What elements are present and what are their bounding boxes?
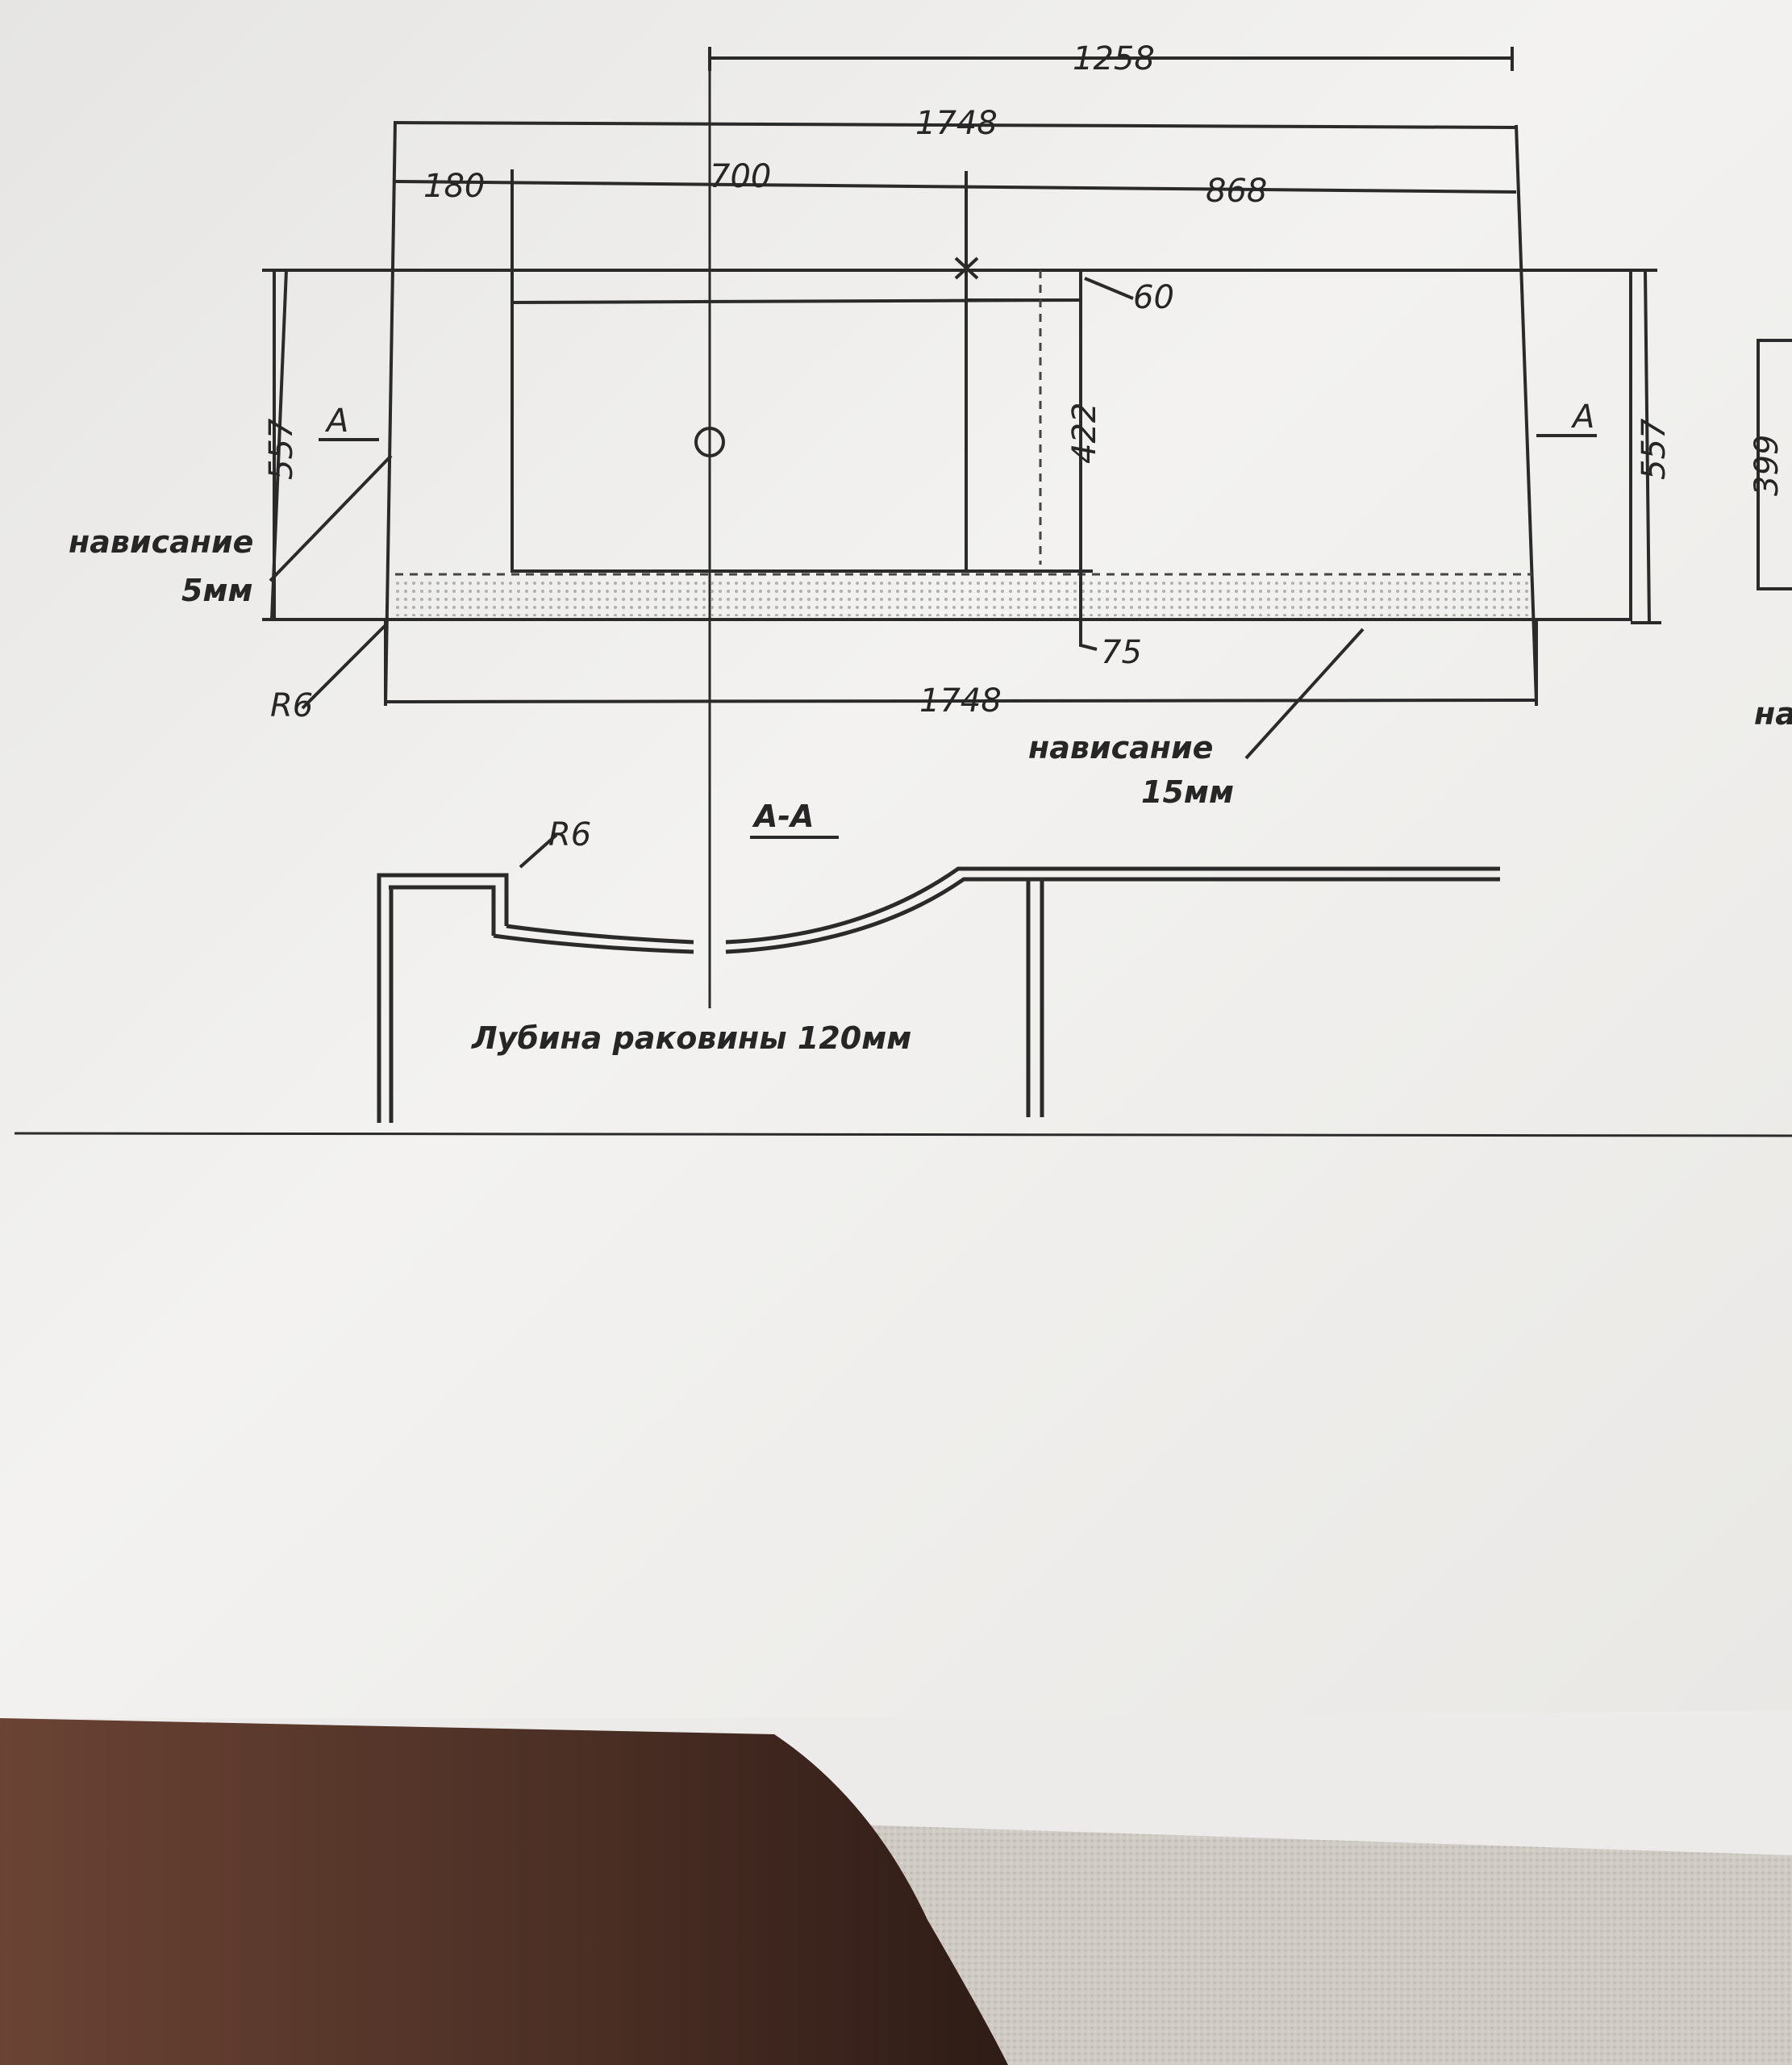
dim-line-75: [1079, 571, 1098, 651]
side-view-fragment: [1757, 339, 1792, 590]
dim-line-segments: [394, 180, 1517, 194]
basin-bottom-left-inner: [506, 924, 694, 945]
dim-label-868: 868: [1206, 173, 1267, 210]
separator-line: [14, 1132, 1792, 1137]
cabinet-right-edge: [1515, 124, 1538, 703]
cabinet-left-edge: [384, 120, 397, 707]
note-overhang-left-1: нависание: [69, 524, 253, 560]
radius-label-section: R6: [548, 816, 591, 853]
dimension-lines: [14, 47, 1792, 1137]
dim-label-1748-bottom: 1748: [919, 682, 1002, 720]
dim-label-1748-top: 1748: [915, 105, 998, 142]
section-mark-right: A: [1570, 398, 1594, 436]
dim-label-557-right: 557: [1636, 418, 1673, 480]
radius-label-corner: R6: [270, 687, 313, 724]
dim-label-700: 700: [710, 158, 771, 195]
section-view: [377, 833, 1500, 1123]
leader-overhang-left: [269, 454, 393, 582]
dim-line-557-right: [1644, 269, 1651, 624]
note-overhang-right-2: 15мм: [1141, 774, 1234, 810]
section-title: А-А: [752, 799, 815, 834]
basin-bottom-right-inner: [725, 866, 1500, 945]
note-overhang-left-2: 5мм: [181, 573, 253, 608]
dim-label-180: 180: [423, 168, 485, 205]
dim-label-399: 399: [1748, 435, 1786, 496]
basin-bottom-right-outer: [725, 877, 1500, 954]
note-overhang-right-1: нависание: [1028, 730, 1213, 766]
dim-leader-60: [1084, 277, 1134, 300]
section-mark-left: A: [324, 403, 348, 440]
countertop-outline: [269, 269, 1632, 621]
dim-line-1748-bottom: [385, 699, 1537, 703]
hand: [0, 1718, 1008, 2065]
dim-line-1748-top: [394, 121, 1517, 129]
tick-mark: [954, 257, 979, 280]
basin-bottom-left-outer: [493, 933, 694, 954]
note-basin-depth: Лубина раковины 120мм: [471, 1020, 911, 1056]
paper-sheet: [0, 0, 1792, 1718]
note-edge-fragment: на: [1754, 696, 1792, 732]
dim-label-1258: 1258: [1073, 40, 1155, 77]
dim-label-60: 60: [1133, 279, 1174, 316]
leader-section-radius: [519, 833, 558, 869]
leader-overhang-right: [1244, 628, 1365, 760]
dim-label-422: 422: [1066, 403, 1103, 464]
dim-label-557-left: 557: [263, 418, 300, 480]
front-strip: [395, 581, 1532, 616]
section-left-inner: [389, 885, 496, 936]
leader-radius: [301, 624, 387, 710]
section-left-top: [377, 873, 509, 926]
dim-label-75: 75: [1101, 634, 1142, 671]
hidden-lines: [395, 270, 1532, 576]
